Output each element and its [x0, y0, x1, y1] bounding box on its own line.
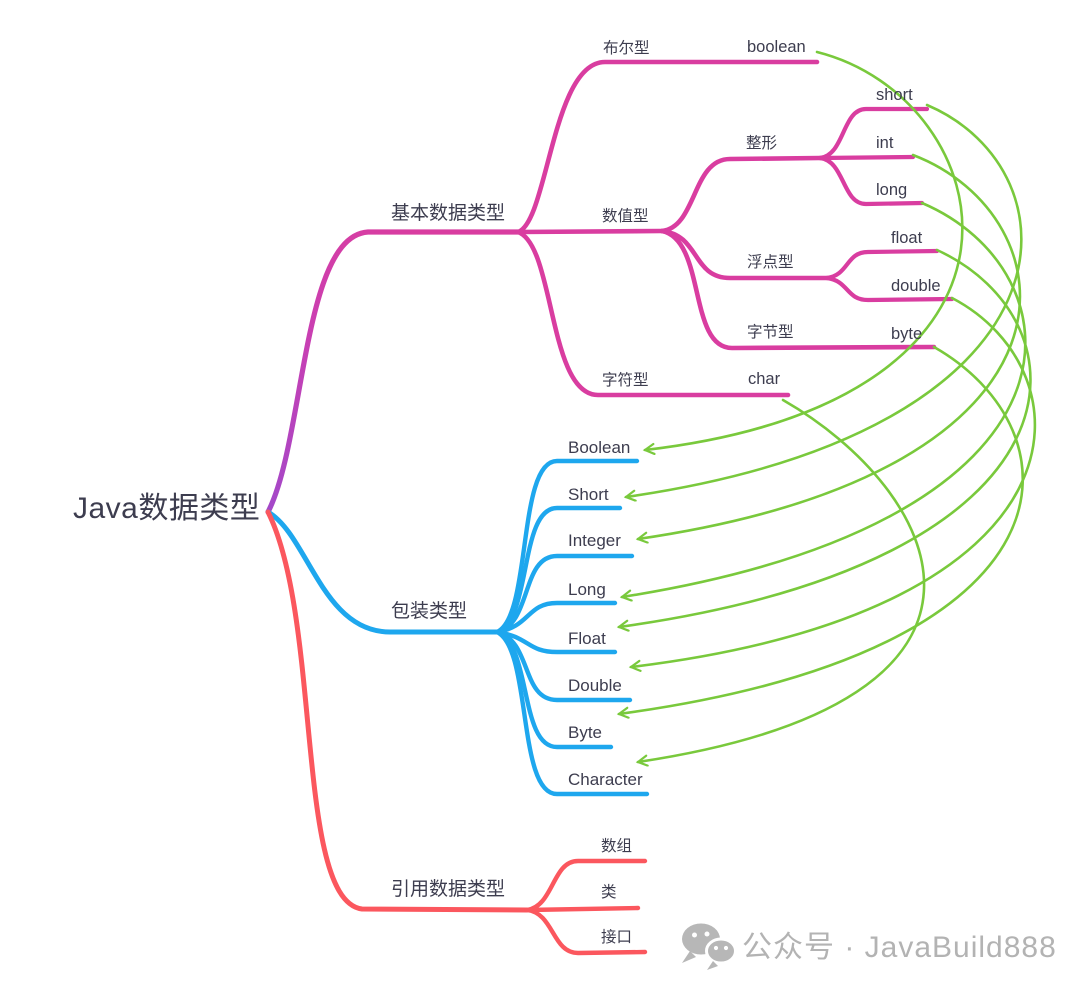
node-byte[interactable]: byte — [891, 325, 923, 343]
branch-numeric — [515, 228, 665, 235]
node-Float[interactable]: Float — [568, 629, 606, 648]
branch-Long — [494, 600, 618, 635]
branch-array — [524, 858, 648, 913]
basic-branch-lines — [265, 59, 955, 515]
node-byte-type[interactable]: 字节型 — [747, 324, 794, 341]
node-char-type[interactable]: 字符型 — [602, 372, 649, 389]
node-interface[interactable]: 接口 — [601, 929, 633, 946]
node-bool-type[interactable]: 布尔型 — [603, 40, 650, 57]
node-numeric-type[interactable]: 数值型 — [602, 208, 649, 225]
branch-float — [824, 248, 940, 281]
node-Boolean[interactable]: Boolean — [568, 438, 631, 457]
branch-byte-type — [659, 228, 937, 351]
branch-class — [524, 905, 641, 913]
node-basic-data-types[interactable]: 基本数据类型 — [391, 203, 506, 224]
branch-Short — [494, 505, 623, 635]
node-Short[interactable]: Short — [568, 485, 609, 504]
node-long[interactable]: long — [876, 181, 908, 199]
branch-long — [817, 155, 925, 207]
mapping-char-to-Character — [638, 398, 926, 762]
node-boolean[interactable]: boolean — [747, 38, 806, 56]
branch-Character — [494, 629, 650, 797]
node-root[interactable]: Java数据类型 — [73, 492, 261, 525]
reference-branch-lines — [265, 509, 648, 956]
node-int[interactable]: int — [876, 134, 894, 152]
mapping-short-to-Short — [626, 103, 1023, 497]
wechat-icon — [682, 923, 737, 970]
mapping-boolean-to-Boolean — [645, 50, 964, 450]
branch-Integer — [494, 553, 635, 635]
node-integer-type[interactable]: 整形 — [746, 135, 778, 152]
branch-bool-type — [515, 59, 820, 235]
node-Character[interactable]: Character — [568, 770, 643, 789]
branch-int — [817, 154, 916, 161]
branch-double — [824, 275, 955, 303]
node-Long[interactable]: Long — [568, 580, 606, 599]
mapping-arrows — [619, 50, 1037, 762]
node-reference-data-types[interactable]: 引用数据类型 — [391, 879, 506, 900]
branch-basic-trunk — [265, 229, 521, 515]
mapping-byte-to-Byte — [619, 345, 1025, 714]
node-wrapper-types[interactable]: 包装类型 — [391, 601, 468, 622]
branch-interface — [524, 907, 648, 956]
node-Double[interactable]: Double — [568, 676, 622, 695]
node-double[interactable]: double — [891, 277, 941, 295]
node-array[interactable]: 数组 — [601, 838, 633, 855]
mapping-double-to-Double — [631, 296, 1037, 667]
mapping-long-to-Long — [622, 201, 1027, 597]
branch-wrapper-trunk — [265, 509, 500, 635]
node-Byte[interactable]: Byte — [568, 723, 603, 742]
mapping-int-to-Integer — [638, 153, 1022, 539]
node-char[interactable]: char — [748, 370, 781, 388]
node-short[interactable]: short — [876, 86, 913, 104]
wrapper-branch-lines — [265, 458, 650, 797]
branch-char-type — [515, 229, 791, 398]
branch-reference-trunk — [265, 509, 530, 913]
branch-short — [817, 106, 930, 161]
node-float[interactable]: float — [891, 229, 923, 247]
branch-integer-type — [659, 155, 823, 234]
node-float-type[interactable]: 浮点型 — [747, 254, 794, 271]
watermark-text: 公众号 · JavaBuild888 — [742, 931, 1057, 964]
node-class[interactable]: 类 — [601, 884, 617, 901]
node-Integer[interactable]: Integer — [568, 531, 621, 550]
